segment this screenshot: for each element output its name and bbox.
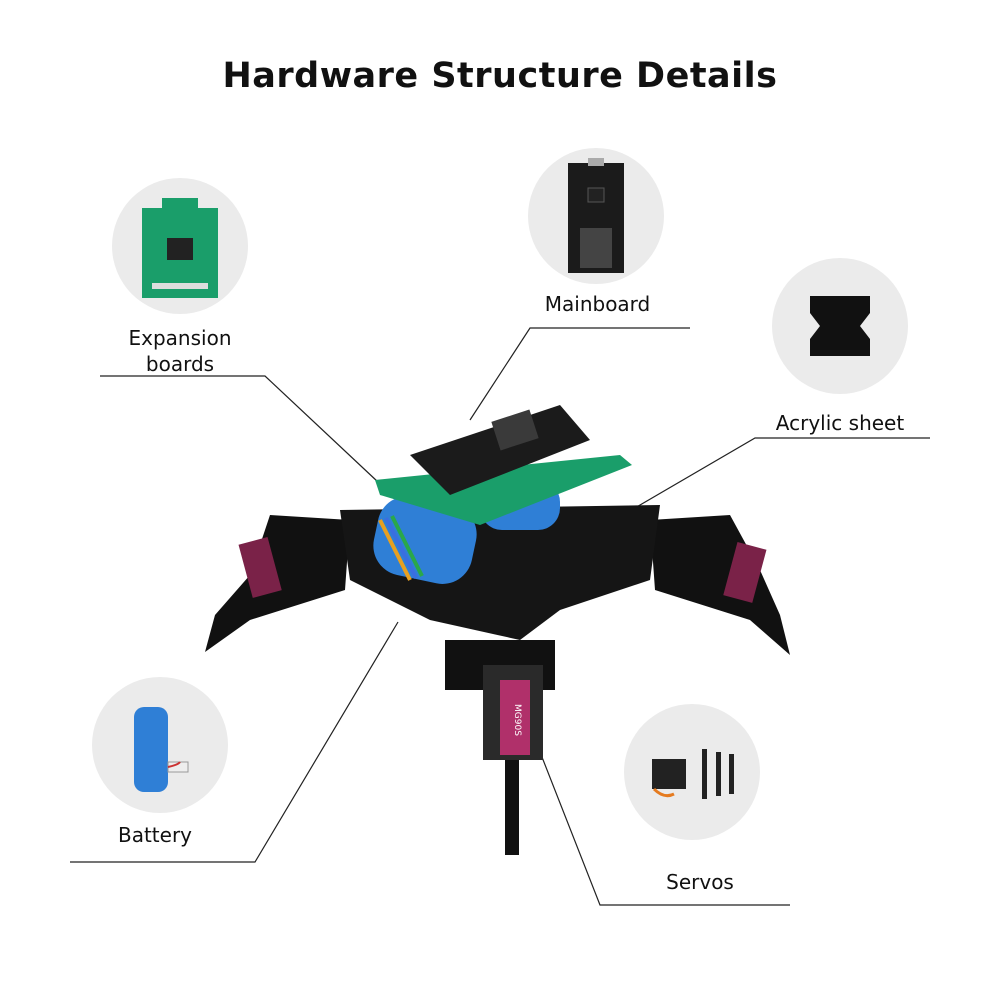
servo-marking: MG90S [512, 704, 522, 736]
battery-label: Battery [117, 823, 193, 847]
leader-line-expansion [100, 375, 379, 483]
leader-line-battery [70, 621, 399, 863]
battery-icon [134, 707, 189, 792]
robot-illustration: MG90S [205, 405, 790, 855]
servos-thumbnail [624, 704, 760, 840]
leader-line-servos [539, 751, 790, 906]
acrylic-sheet-icon [810, 296, 870, 356]
acrylic-sheet-thumbnail [772, 258, 908, 394]
expansion-boards-label: Expansion boards [128, 326, 232, 376]
expansion-board-thumbnail [112, 178, 248, 314]
mainboard-thumbnail [528, 148, 664, 284]
leader-line-mainboard [469, 327, 690, 421]
acrylic-sheet-label: Acrylic sheet [775, 411, 905, 435]
mainboard-icon [568, 158, 624, 273]
battery-thumbnail [92, 677, 228, 813]
leader-line-acrylic [627, 437, 930, 513]
expansion-board-icon [142, 198, 218, 298]
page-title: Hardware Structure Details [222, 56, 778, 96]
servos-label: Servos [666, 870, 734, 894]
mainboard-label: Mainboard [544, 292, 651, 316]
servo-icon [652, 749, 734, 799]
